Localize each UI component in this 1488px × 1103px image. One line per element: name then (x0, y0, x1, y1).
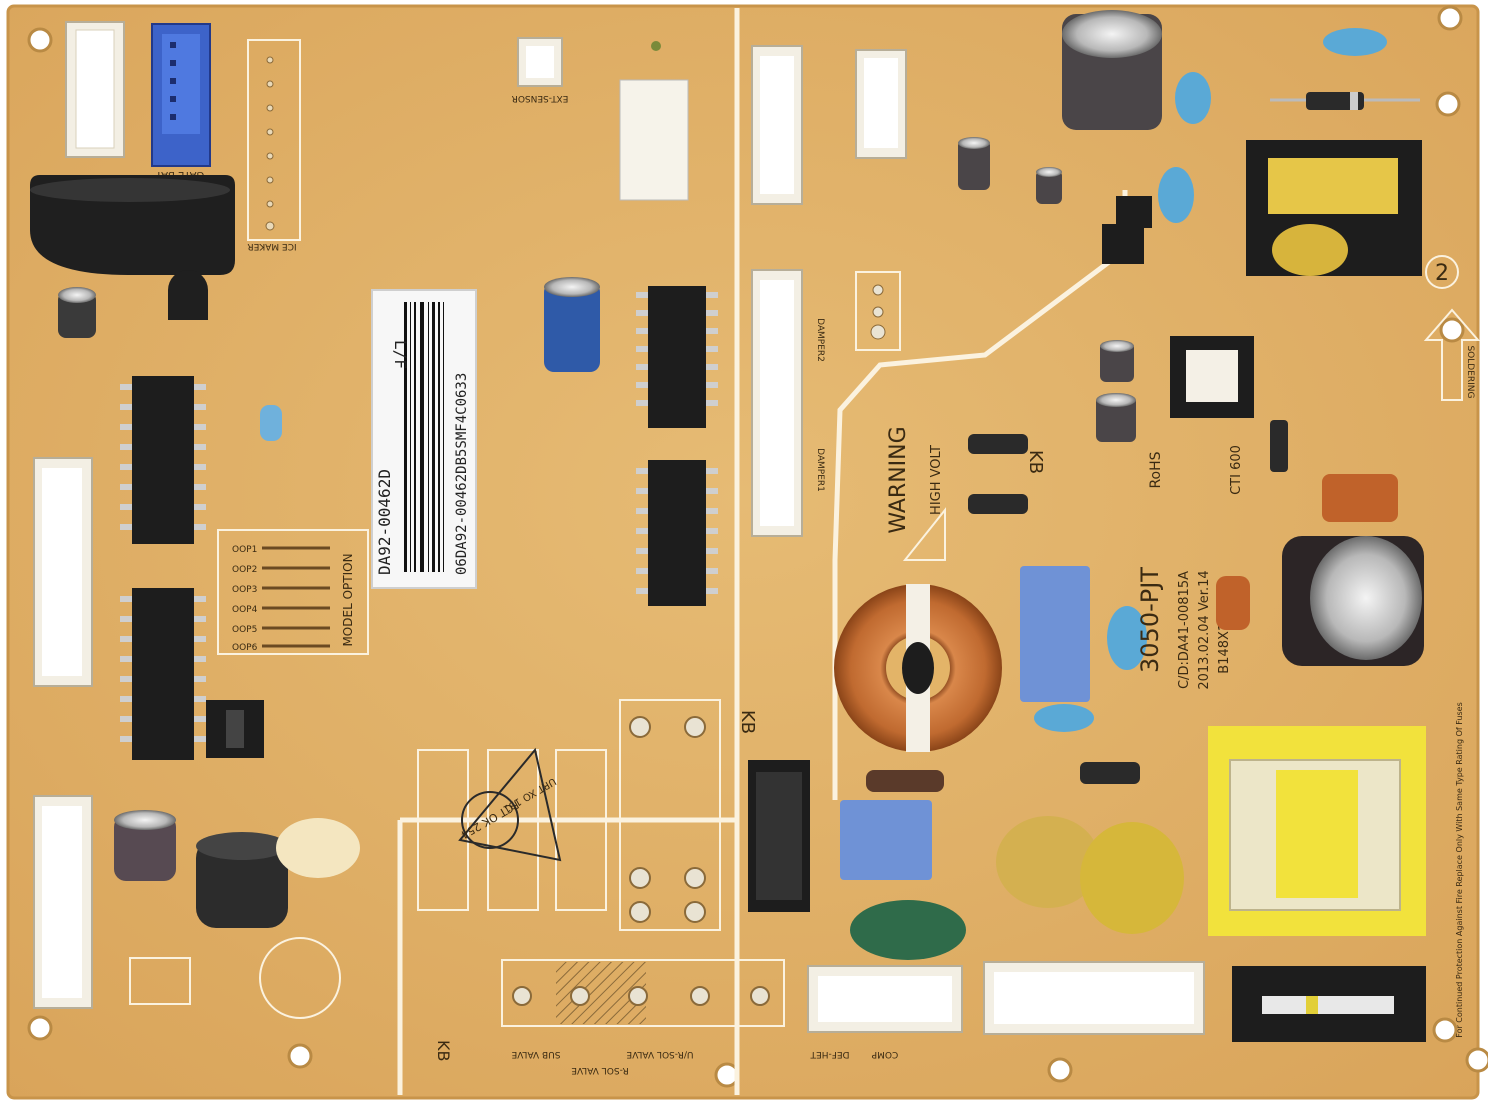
option-label: OOP6 (232, 643, 258, 653)
fuse-note: For Continued Protection Against Fire Re… (1455, 702, 1464, 1037)
option-label: OOP1 (232, 545, 257, 555)
small-capacitor (58, 287, 96, 338)
gate-bay-label: GATE BAY (155, 169, 204, 180)
right-small-caps (1096, 340, 1136, 442)
relay-pads (629, 716, 706, 923)
soldering-label: SOLDERING (1465, 345, 1475, 398)
blue-resistor (260, 405, 282, 441)
top-connector-b (855, 49, 907, 159)
def-het-connector (983, 961, 1205, 1035)
black-resistors (866, 434, 1140, 792)
three-pin-header (855, 271, 901, 351)
pcb-board (6, 4, 1480, 1100)
sub-valve-label: SUB VALVE (511, 1049, 560, 1059)
switching-ic (1170, 336, 1254, 418)
cd-code-label: C/D:DA41-00815A (1177, 571, 1192, 689)
rohs-label: RoHS (1148, 451, 1164, 488)
option-label: OOP3 (232, 585, 257, 595)
sticker-marker: L/F (391, 340, 410, 369)
rohs-circle-number: 2 (1435, 261, 1449, 286)
large-capacitor-top (1062, 10, 1162, 130)
rohs-circle (1425, 255, 1459, 289)
approval-stamp (458, 747, 562, 862)
voltage-regulator (206, 700, 264, 758)
warning-triangle (902, 507, 946, 561)
valve-header (501, 959, 785, 1027)
sticker-part-no: DA92-00462D (375, 469, 394, 575)
power-transformer (1208, 726, 1426, 936)
optocoupler (1102, 196, 1152, 264)
transformer-top (1246, 140, 1422, 276)
damper2-label: DAMPER2 (815, 318, 825, 362)
option-label: OOP5 (232, 625, 257, 635)
diode-small (1270, 420, 1288, 472)
left-connector-lower (33, 795, 93, 1009)
fuse-holder (1232, 966, 1426, 1042)
board-id-label: 3050-PJT (1136, 567, 1164, 673)
u-sol-valve-label: U/R-SOL VALVE (626, 1049, 693, 1059)
comp-label: COMP (871, 1049, 898, 1059)
soldering-arrow (1423, 308, 1481, 401)
diode-top (1270, 92, 1420, 110)
damper1-label: DAMPER1 (815, 448, 825, 492)
x-capacitor-upper (1020, 566, 1090, 702)
ext-sensor-connector (517, 37, 563, 87)
top-connector-a (751, 45, 803, 205)
option-labels: OOP1 OOP2 OOP3 OOP4 OOP5 OOP6 (232, 545, 258, 653)
sticker-serial: 06DA92-00462DB5SMF4C0633 (454, 373, 470, 575)
ceramic-capacitors (1034, 28, 1387, 732)
label-sticker (371, 289, 477, 589)
relay-outlines (417, 699, 721, 931)
small-capacitors-top (958, 137, 1062, 204)
orange-capacitors (1216, 474, 1398, 630)
left-connector-upper (33, 457, 93, 687)
kb-mark-center: KB (1025, 450, 1046, 474)
bottom-left-capacitors (114, 810, 360, 1019)
white-connector-cn10 (65, 21, 125, 158)
ice-maker-header (247, 39, 301, 241)
date-code-label: 2013.02.04 Ver.14 (1197, 570, 1212, 689)
warning-label: WARNING (886, 426, 911, 533)
def-het-label: DEF-HET (810, 1049, 849, 1059)
buzzer (30, 175, 235, 275)
option-label: OOP4 (232, 605, 258, 615)
blue-capacitor (544, 277, 600, 372)
transistor (168, 270, 208, 320)
x-capacitor-lower (840, 800, 932, 880)
ext-sensor-label: EXT-SENSOR (512, 93, 569, 103)
option-label: OOP2 (232, 565, 257, 575)
cti-label: CTI 600 (1229, 445, 1244, 495)
damper-connector (751, 269, 803, 537)
relay-ry70 (748, 760, 810, 912)
ic-chips (120, 286, 718, 760)
toroid-inductor (834, 584, 1002, 752)
ice-maker-label: ICE MAKER (247, 241, 296, 251)
r-sol-valve-label: R-SOL VALVE (571, 1065, 629, 1075)
comp-connector (807, 965, 963, 1033)
varistors (850, 816, 1184, 960)
main-electrolytic-capacitor (1282, 536, 1424, 666)
kb-mark-mid: KB (737, 710, 758, 734)
kb-mark-bottom: KB (434, 1040, 453, 1061)
model-option-box (217, 529, 369, 655)
green-dot (651, 41, 661, 51)
model-option-label: MODEL OPTION (341, 553, 355, 646)
white-tag (619, 79, 689, 201)
blue-connector-gate-bay (151, 23, 211, 167)
high-volt-label: HIGH VOLT (929, 445, 944, 515)
